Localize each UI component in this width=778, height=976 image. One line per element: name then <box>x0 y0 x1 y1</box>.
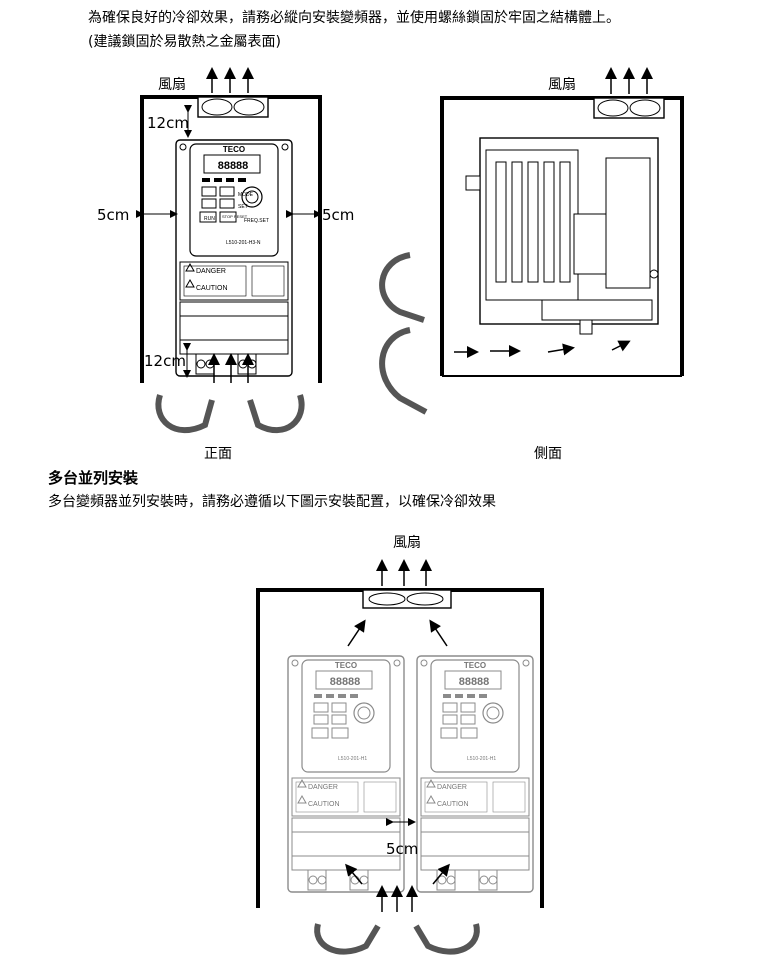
front-view: TECO 88888 MODE SET RUN STOP RESET FREQ.… <box>136 67 322 434</box>
device-key-stop: STOP RESET <box>222 214 248 219</box>
device-key-mode: MODE <box>238 192 254 198</box>
device-brand: TECO <box>223 145 245 154</box>
intro-line-2: (建議鎖固於易散熱之金屬表面) <box>88 34 281 50</box>
device-gap-label: 5cm <box>386 840 419 858</box>
device-danger: DANGER <box>308 784 338 791</box>
front-view-caption: 正面 <box>204 446 232 462</box>
device-display: 88888 <box>218 160 249 172</box>
multi-install-desc: 多台變頻器並列安裝時，請務必遵循以下圖示安裝配置，以確保冷卻效果 <box>48 494 496 510</box>
airflow-curve-right <box>247 394 305 434</box>
airflow-curve-left <box>314 923 381 955</box>
device-danger: DANGER <box>196 268 226 275</box>
right-gap-label: 5cm <box>322 206 355 224</box>
device-danger: DANGER <box>437 784 467 791</box>
top-gap-label: 12cm <box>147 114 189 132</box>
device-model: L510-201-H3-N <box>226 240 261 246</box>
fan-unit <box>593 97 665 119</box>
device-caution: CAUTION <box>308 801 340 808</box>
intro-line-1: 為確保良好的冷卻效果，請務必縱向安裝變頻器，並使用螺絲鎖固於牢固之結構體上。 <box>88 10 620 26</box>
device-display: 88888 <box>459 676 490 688</box>
device-caution: CAUTION <box>437 801 469 808</box>
airflow-curve-left <box>155 394 215 434</box>
airflow-curve-lower <box>379 327 428 415</box>
fan-unit <box>362 589 452 609</box>
device-model: L510-201-H1 <box>467 756 496 762</box>
device-display: 88888 <box>330 676 361 688</box>
device-brand: TECO <box>464 661 486 670</box>
side-view-caption: 側面 <box>534 446 562 462</box>
fan-label-front: 風扇 <box>158 77 186 93</box>
device-key-run: RUN <box>204 216 215 222</box>
inverter-device-right <box>416 655 534 893</box>
inverter-device <box>175 139 293 377</box>
device-key-set: SET <box>238 204 248 210</box>
fan-label-side: 風扇 <box>548 77 576 93</box>
airflow-curve-right <box>413 923 480 955</box>
multi-install-view: TECO 88888 L510-201-H1 DANGER CAUTION TE… <box>256 559 544 955</box>
left-gap-label: 5cm <box>97 206 130 224</box>
fan-unit <box>197 96 269 118</box>
inverter-side-profile <box>465 137 659 335</box>
fan-label-multi: 風扇 <box>393 535 421 551</box>
bottom-gap-label: 12cm <box>144 352 186 370</box>
device-freq-set: FREQ.SET <box>244 218 269 224</box>
device-model: L510-201-H1 <box>338 756 367 762</box>
device-brand: TECO <box>335 661 357 670</box>
airflow-curve-upper <box>379 252 425 323</box>
side-view <box>379 67 684 415</box>
multi-install-heading: 多台並列安裝 <box>48 469 139 487</box>
device-caution: CAUTION <box>196 285 228 292</box>
